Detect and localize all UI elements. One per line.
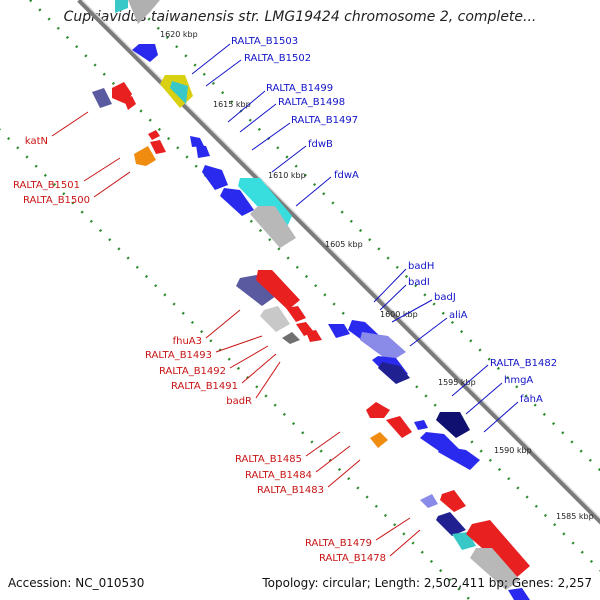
tick-label: 1585 kbp [556,512,594,521]
gene-fhuA3-red[interactable] [256,270,300,310]
gene-small-blue-3[interactable] [190,136,204,147]
tick-label: 1605 kbp [325,240,363,249]
gene-badI[interactable] [360,332,406,362]
label-fdwB[interactable]: fdwB [308,139,333,150]
label-RALTA_B1479[interactable]: RALTA_B1479 [305,538,372,549]
chromosome-backbone [77,0,600,525]
label-RALTA_B1498[interactable]: RALTA_B1498 [278,97,345,108]
gene-aliA[interactable] [378,362,410,384]
gene-red-right-1[interactable] [286,306,306,322]
tick-label: 1620 kbp [160,30,198,39]
label-RALTA_B1491[interactable]: RALTA_B1491 [171,381,238,392]
label-badI[interactable]: badI [408,277,430,288]
gene-RALTA_B1479[interactable] [420,494,438,508]
gene-RALTA_B1492[interactable] [282,332,300,344]
gene-RALTA_B1478[interactable] [440,490,466,512]
gene-grey-lower[interactable] [470,548,520,590]
label-RALTA_B1478[interactable]: RALTA_B1478 [319,553,386,564]
gene-RALTA_B1482[interactable] [436,412,470,438]
gene-fahA[interactable] [438,446,480,470]
label-fdwA[interactable]: fdwA [334,170,359,181]
gene-RALTA_B1501[interactable] [134,146,156,166]
gene-dark-blue-lower[interactable] [436,512,466,536]
gene-small-blue-4[interactable] [220,188,254,216]
label-RALTA_B1500[interactable]: RALTA_B1500 [23,195,90,206]
label-RALTA_B1502[interactable]: RALTA_B1502 [244,53,311,64]
gene-small-blue-5[interactable] [328,324,350,338]
label-RALTA_B1501[interactable]: RALTA_B1501 [13,180,80,191]
label-RALTA_B1503[interactable]: RALTA_B1503 [231,36,298,47]
reverse-strand-genes [92,82,530,600]
topology-summary: Topology: circular; Length: 2,502,411 bp… [262,576,592,590]
gene-RALTA_B1493[interactable] [260,306,290,332]
gene-RALTA_B1503[interactable] [115,0,128,13]
gene-RALTA_B1485[interactable] [366,402,390,418]
label-badH[interactable]: badH [408,261,434,272]
gene-RALTA_B1497[interactable] [170,81,188,104]
gene-small-blue-2[interactable] [196,145,210,158]
gene-red-lower-big[interactable] [466,520,530,578]
label-fhuA3[interactable]: fhuA3 [173,336,202,347]
chromosome-backbone-highlight [81,0,600,520]
gene-red-small-1[interactable] [150,140,166,154]
tick-label: 1610 kbp [268,171,306,180]
label-RALTA_B1497[interactable]: RALTA_B1497 [291,115,358,126]
label-RALTA_B1493[interactable]: RALTA_B1493 [145,350,212,361]
forward-strand-genes [115,0,480,470]
tick-label: 1615 kbp [213,100,251,109]
label-katN[interactable]: katN [25,136,48,147]
ruler-line [129,0,600,472]
label-RALTA_B1484[interactable]: RALTA_B1484 [245,470,312,481]
label-fahA[interactable]: fahA [520,394,543,405]
gene-fdwB[interactable] [202,165,228,190]
label-RALTA_B1499[interactable]: RALTA_B1499 [266,83,333,94]
gene-RALTA_B1502-region[interactable] [128,0,160,24]
label-leaders [51,43,519,557]
label-aliA[interactable]: aliA [449,310,468,321]
label-hmgA[interactable]: hmgA [504,375,533,386]
label-RALTA_B1492[interactable]: RALTA_B1492 [159,366,226,377]
gene-RALTA_B1500[interactable] [148,130,160,140]
gene-small-blue-1[interactable] [414,420,428,430]
tick-label: 1595 kbp [438,378,476,387]
label-RALTA_B1483[interactable]: RALTA_B1483 [257,485,324,496]
gene-RALTA_B1499[interactable] [132,44,158,62]
gene-labels-forward: RALTA_B1503 RALTA_B1502 RALTA_B1499 RALT… [231,36,557,405]
gene-katN-arrow[interactable] [124,96,136,110]
label-badJ[interactable]: badJ [434,292,456,303]
gene-RALTA_B1484[interactable] [370,432,388,448]
gene-katN-purple[interactable] [92,88,112,108]
label-RALTA_B1485[interactable]: RALTA_B1485 [235,454,302,465]
gene-RALTA_B1483[interactable] [386,416,412,438]
gene-labels-reverse: katN RALTA_B1501 RALTA_B1500 fhuA3 RALTA… [13,136,386,564]
inner-dotted-line [0,128,471,600]
map-title: Cupriavidus taiwanensis str. LMG19424 ch… [63,9,537,25]
gene-fdwA-large[interactable] [250,206,296,248]
gene-badR[interactable] [306,330,322,342]
label-badR[interactable]: badR [226,396,252,407]
tick-label: 1590 kbp [494,446,532,455]
tick-label: 1600 kbp [380,310,418,319]
label-RALTA_B1482[interactable]: RALTA_B1482 [490,358,557,369]
gene-blue-lower-edge[interactable] [508,588,530,600]
accession-text: Accession: NC_010530 [8,576,145,590]
ruler-ticks: 1620 kbp 1615 kbp 1610 kbp 1605 kbp 1600 kbp… [160,30,594,521]
